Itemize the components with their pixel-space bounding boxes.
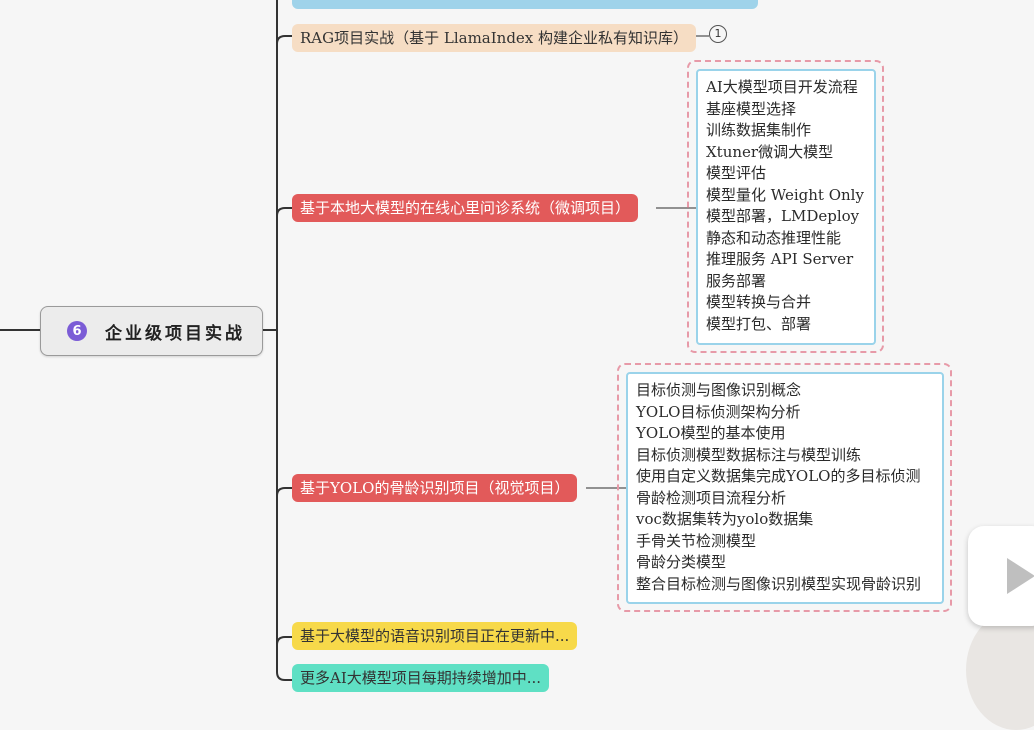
detail-item: 模型转换与合并 [706,293,812,311]
branch-llm-project[interactable]: 基于本地大模型的在线心里问诊系统（微调项目） [292,194,639,222]
detail-item: 模型打包、部署 [706,314,812,333]
branch-speech-project[interactable]: 基于大模型的语音识别项目正在更新中... [292,622,578,650]
play-button[interactable] [968,526,1034,626]
root-label: 企业级项目实战 [105,323,245,344]
detail-item: 服务部署 [706,271,767,290]
yolo-details-frame [617,363,952,612]
branch-speech-label: 基于大模型的语音识别项目正在更新中... [300,627,570,645]
root-number-badge: 6 [67,321,87,341]
detail-item: 目标侦测模型数据标注与模型训练 [636,445,862,464]
llm-details-box[interactable]: AI大模型项目开发流程 基座模型选择 训练数据集制作 Xtuner微调大模型 模… [696,69,876,345]
detail-item: 使用自定义数据集完成YOLO的多目标侦测 [636,467,921,485]
llm-details-frame [687,60,884,353]
play-icon [1007,558,1034,594]
detail-item: AI大模型项目开发流程 [706,78,858,96]
connector-lines [0,0,709,681]
detail-item: 手骨关节检测模型 [636,531,757,550]
branch-llm-label: 基于本地大模型的在线心里问诊系统（微调项目） [300,199,631,217]
branch-rag-label: RAG项目实战（基于 LlamaIndex 构建企业私有知识库） [300,29,689,47]
detail-item: 整合目标检测与图像识别模型实现骨龄识别 [636,574,922,593]
branch-yolo-label: 基于YOLO的骨龄识别项目（视觉项目） [300,479,570,497]
branch-rag-project[interactable]: RAG项目实战（基于 LlamaIndex 构建企业私有知识库） [292,24,697,52]
detail-item: 基座模型选择 [706,99,797,118]
root-node[interactable]: 6 企业级项目实战 [40,306,263,356]
detail-item: 骨龄检测项目流程分析 [636,488,787,507]
detail-item: 目标侦测与图像识别概念 [636,381,802,399]
branch-yolo-project[interactable]: 基于YOLO的骨龄识别项目（视觉项目） [292,474,578,502]
detail-item: YOLO模型的基本使用 [636,424,786,442]
branch-more-projects[interactable]: 更多AI大模型项目每期持续增加中... [292,664,550,692]
detail-item: 静态和动态推理性能 [706,228,842,247]
detail-item: voc数据集转为yolo数据集 [636,510,814,528]
detail-item: YOLO目标侦测架构分析 [636,402,801,421]
yolo-details-box[interactable]: 目标侦测与图像识别概念 YOLO目标侦测架构分析 YOLO模型的基本使用 目标侦… [626,372,944,604]
collapsed-count-badge[interactable]: 1 [709,25,727,43]
detail-item: 模型部署，LMDeploy [706,207,860,225]
detail-item: Xtuner微调大模型 [706,142,834,161]
detail-item: 训练数据集制作 [706,121,812,139]
branch-more-label: 更多AI大模型项目每期持续增加中... [300,669,542,687]
detail-item: 模型量化 Weight Only [706,185,864,204]
detail-item: 推理服务 API Server [706,250,854,268]
detail-item: 骨龄分类模型 [636,553,727,571]
detail-item: 模型评估 [706,164,767,182]
previous-node-edge [292,0,758,9]
